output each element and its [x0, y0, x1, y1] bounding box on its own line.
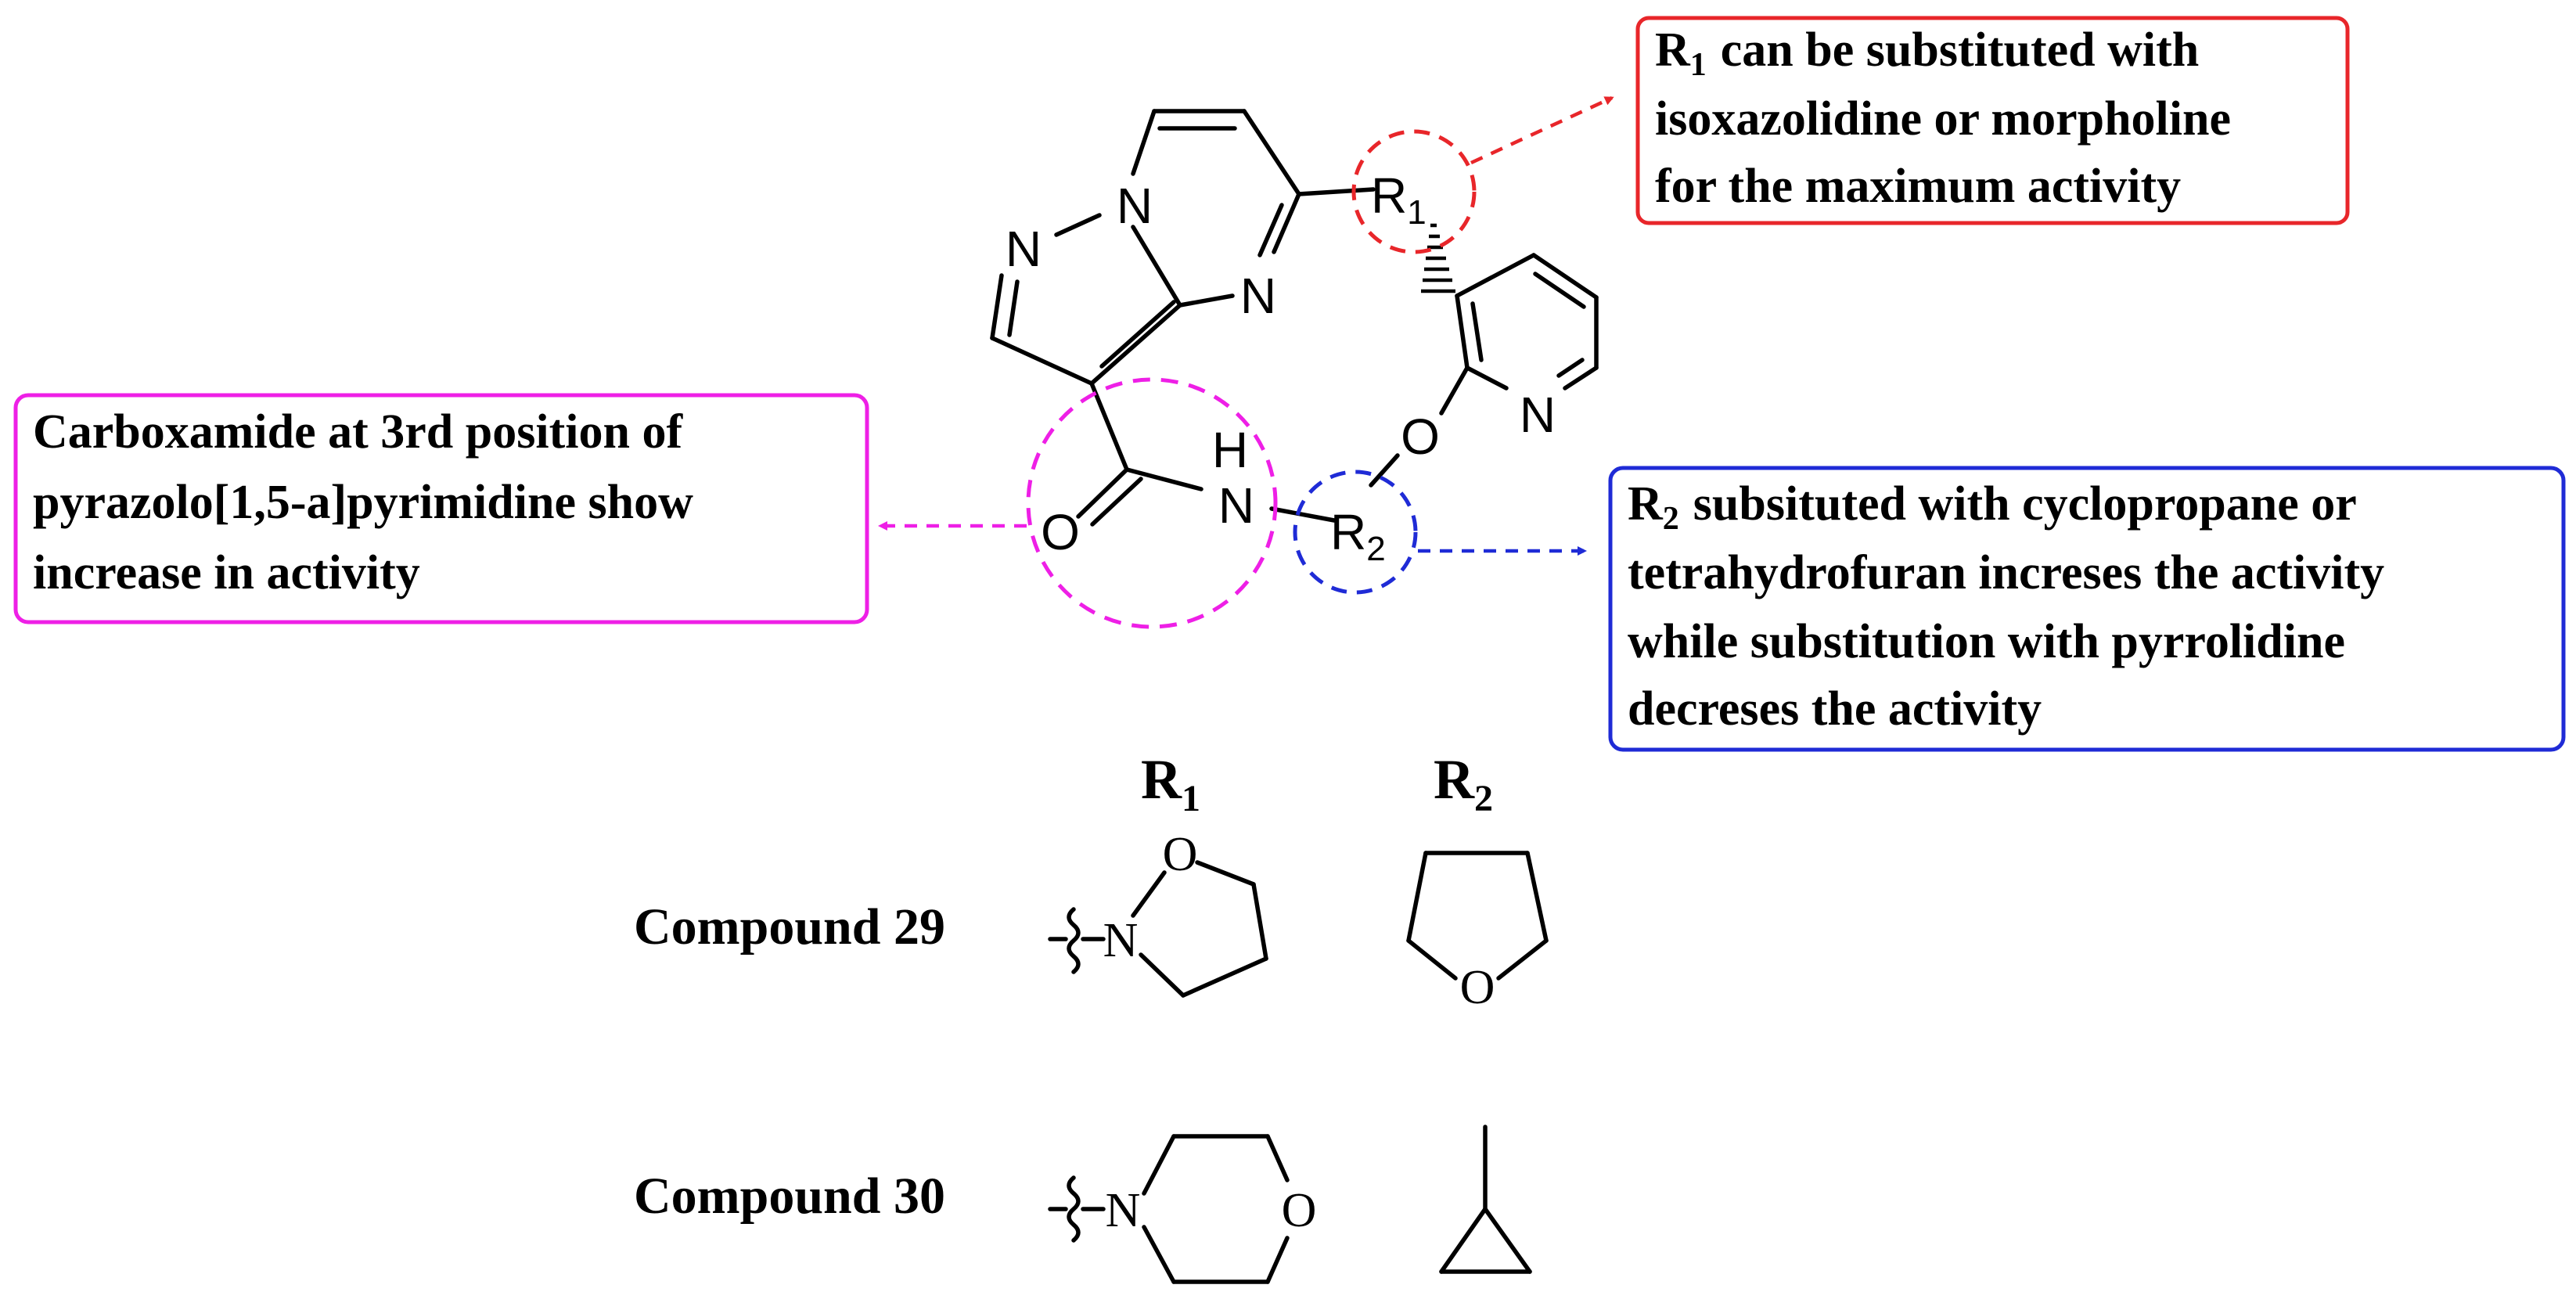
wavy-attachment: [1067, 907, 1081, 974]
bond: [1007, 279, 1020, 337]
r1-group-label: R1: [1371, 167, 1427, 232]
bond: [1533, 272, 1586, 309]
r1-note-line-2: isoxazolidine or morpholine: [1655, 92, 2231, 146]
bond: [1131, 870, 1167, 918]
bond: [1369, 453, 1400, 488]
atom-labels: N N N N O O N H R1 R2: [1006, 167, 1556, 568]
carboxamide-highlight-circle: [1026, 377, 1278, 629]
bond: [1439, 365, 1470, 416]
compound-29-r2-o: O: [1460, 961, 1495, 1014]
bond: [1054, 213, 1102, 237]
atom-n1: N: [1117, 178, 1153, 234]
table-header-r1: R1: [1141, 748, 1200, 819]
r1-arrow: [1470, 95, 1614, 165]
compound-29-label: Compound 29: [634, 898, 945, 956]
bond: [1496, 938, 1549, 981]
bond: [1439, 1207, 1488, 1274]
hashed-bond: [1421, 223, 1455, 293]
compound-30-r1-structure: N O: [1048, 1134, 1317, 1284]
bond: [1257, 203, 1284, 257]
atom-n2: N: [1006, 221, 1042, 277]
bond: [1406, 938, 1458, 981]
bond: [1242, 109, 1301, 196]
compound-30-r1-o: O: [1282, 1184, 1317, 1237]
atom-o-ether: O: [1401, 408, 1440, 465]
r2-note-line-3: while substitution with pyrrolidine: [1628, 615, 2345, 668]
main-molecule: [990, 109, 1599, 527]
bond: [1455, 293, 1470, 370]
bond: [1483, 1207, 1532, 1274]
bond: [1195, 860, 1256, 887]
bond: [1142, 1225, 1176, 1284]
carboxamide-note-line-3: increase in activity: [33, 546, 420, 599]
carboxamide-note-box: [13, 393, 869, 624]
compound-30-label: Compound 30: [634, 1168, 945, 1225]
atom-o-carbonyl: O: [1041, 504, 1080, 560]
atom-h-amide: H: [1212, 422, 1248, 478]
compound-29-r2-structure: O: [1406, 851, 1549, 1014]
atom-n-amide: N: [1218, 477, 1254, 534]
r1-note-line-3: for the maximum activity: [1655, 160, 2181, 213]
compound-29-r1-o: O: [1163, 828, 1198, 881]
r2-highlight-circle: [1293, 470, 1418, 595]
bond: [1139, 952, 1185, 998]
bond: [1470, 301, 1484, 362]
bond: [1076, 467, 1129, 519]
compound-29-r1-structure: N O: [1048, 828, 1268, 998]
r1-highlight-circle: [1351, 129, 1477, 254]
bond: [1269, 506, 1337, 523]
bond: [1131, 225, 1182, 308]
carboxamide-note-line-2: pyrazolo[1,5-a]pyrimidine show: [33, 476, 693, 529]
bond: [1531, 253, 1599, 300]
bond: [1124, 467, 1203, 491]
compound-30-r1-n: N: [1106, 1184, 1141, 1237]
compound-29-r1-n: N: [1103, 914, 1139, 967]
bond: [1090, 477, 1143, 527]
bond: [1465, 365, 1509, 390]
bond: [1272, 192, 1301, 254]
bond: [1265, 1134, 1290, 1182]
bond: [1181, 956, 1268, 998]
substituent-table: R1 R2 Compound 29 N O O Comp: [634, 748, 1549, 1284]
bond: [1406, 851, 1428, 943]
carboxamide-note: Carboxamide at 3rd position of pyrazolo[…: [13, 393, 869, 624]
r2-note-line-2: tetrahydrofuran increses the activity: [1628, 546, 2384, 599]
r2-note-line-4: decreses the activity: [1628, 682, 2042, 736]
bond: [1525, 851, 1549, 943]
carboxamide-note-line-1: Carboxamide at 3rd position of: [33, 405, 683, 459]
atom-n-pyridine: N: [1520, 387, 1556, 443]
bond: [1455, 253, 1536, 298]
r2-note-box: [1608, 466, 2566, 752]
table-header-r2: R2: [1434, 748, 1493, 819]
bond: [1556, 358, 1585, 378]
r2-group-label: R2: [1330, 504, 1386, 568]
bond: [1089, 303, 1182, 386]
bond: [1178, 293, 1235, 308]
bond: [1297, 187, 1376, 196]
bond: [1251, 882, 1268, 961]
bond: [1265, 1236, 1290, 1284]
atom-n3: N: [1240, 268, 1276, 324]
wavy-attachment: [1067, 1175, 1081, 1243]
bond: [1142, 1134, 1176, 1196]
bond: [1563, 365, 1599, 390]
bond: [1131, 109, 1157, 176]
compound-30-r2-structure: [1439, 1125, 1532, 1274]
bond: [990, 273, 1004, 340]
bond: [990, 336, 1094, 386]
r1-note-box: [1635, 16, 2350, 225]
bond: [1089, 381, 1129, 472]
bond: [1099, 300, 1176, 369]
